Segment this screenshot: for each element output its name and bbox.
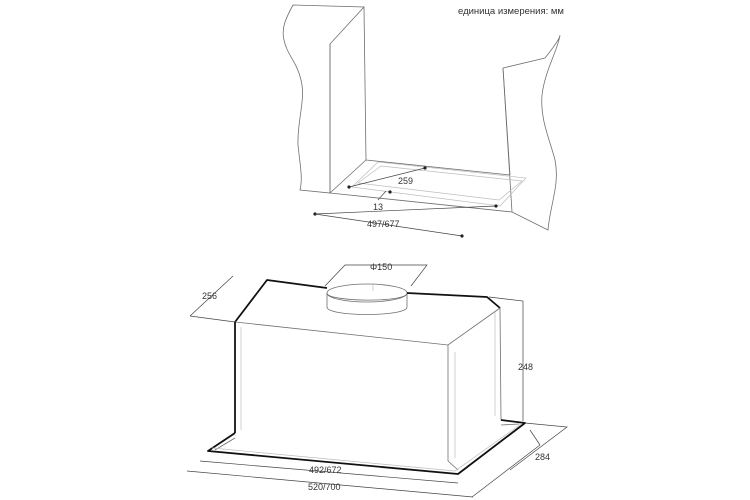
height-dim: [488, 296, 524, 421]
left-panel-outline: [282, 4, 365, 194]
top-depth-dim: [189, 275, 236, 323]
right-panel-outline: [502, 34, 561, 231]
body-right-edge: [499, 307, 502, 421]
duct-body: [326, 293, 408, 315]
duct-diameter-dim: [324, 264, 428, 287]
frame-width-label: 520/700: [308, 482, 341, 492]
duct-diameter-label: Φ150: [370, 262, 392, 272]
units-note: единица измерения: мм: [458, 6, 564, 17]
board-left-edge: [329, 159, 367, 194]
frame-depth-label: 284: [535, 452, 550, 462]
cutout-inner: [357, 165, 523, 201]
top-right-edge: [406, 292, 501, 309]
edge-offset-dim-line: [377, 190, 387, 201]
edge-offset-label: 13: [373, 202, 383, 212]
cutout-outline: [351, 161, 527, 207]
frame-width-dim: [186, 470, 474, 498]
height-label: 248: [518, 362, 533, 372]
cutout-depth-dim-line: [348, 167, 426, 188]
top-front-edge: [234, 307, 501, 346]
frame-depth-dim: [471, 422, 568, 498]
cabinet-installation-view: 259 13 497/677: [282, 4, 561, 238]
body-shading: [240, 312, 496, 458]
duct-top-ellipse: [326, 283, 408, 303]
frame-details: [214, 423, 520, 471]
cutout-width-dim-line: [314, 213, 463, 237]
frame-outline: [207, 419, 526, 475]
left-panel-inner-edge: [363, 6, 367, 161]
cutout-width-label: 497/677: [367, 219, 400, 229]
body-width-label: 492/672: [309, 465, 342, 475]
board-front-edge: [329, 192, 513, 213]
top-left-edge: [234, 279, 328, 323]
hood-unit-view: Φ150 256 248 492/672 520/700 284: [186, 262, 568, 498]
cutout-depth-label: 259: [398, 176, 413, 186]
body-width-dim: [199, 460, 459, 484]
board-back-edge: [365, 159, 511, 176]
cutout-width-upper-line: [314, 205, 497, 215]
frame-inner: [211, 423, 522, 472]
top-depth-label: 256: [202, 291, 217, 301]
right-panel-inner-edge: [502, 67, 511, 176]
